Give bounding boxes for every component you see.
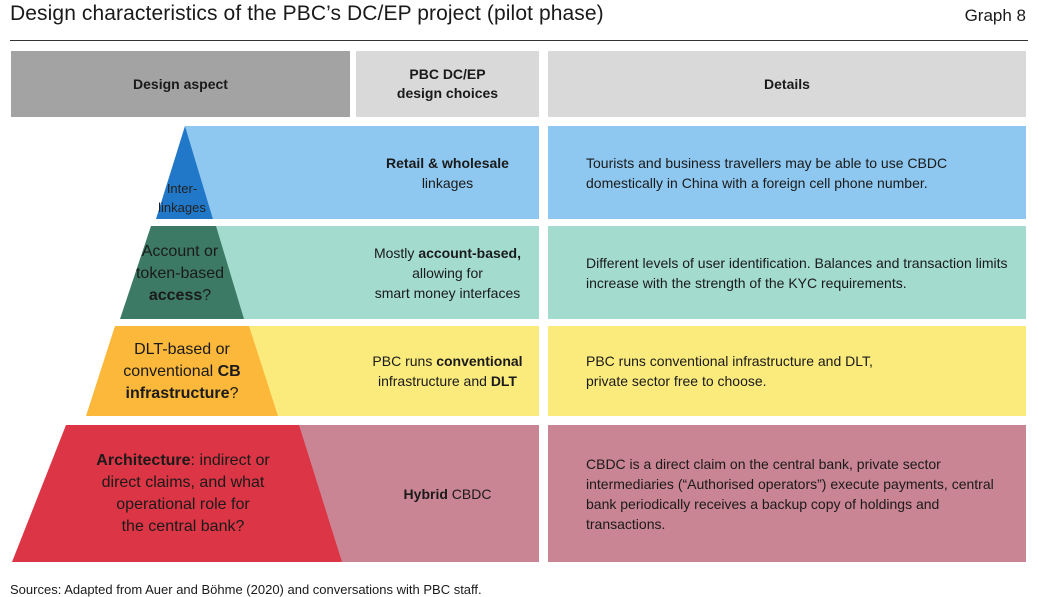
header-choices-line2: design choices [396, 85, 499, 101]
choice-interlinkages: Retail & wholesale linkages [356, 126, 539, 219]
aspect-architecture-line3: operational role for [116, 496, 250, 513]
title-rule [10, 40, 1028, 41]
aspect-access-bold: access [148, 287, 203, 304]
choice-interlinkages-bold: Retail & wholesale [386, 154, 509, 171]
aspect-architecture: Architecture: indirect or direct claims,… [60, 444, 306, 544]
aspect-infrastructure-bold2: infrastructure [125, 385, 230, 402]
choice-infrastructure-bold: conventional [436, 353, 523, 369]
choice-infrastructure-pre: PBC runs [372, 353, 437, 369]
aspect-architecture-rest1: : indirect or [190, 452, 270, 469]
detail-access: Different levels of user identification.… [586, 254, 1008, 291]
choice-access-line2: allowing for [412, 264, 483, 281]
aspect-interlinkages: Inter- linkages [152, 178, 212, 218]
aspect-architecture-line2: direct claims, and what [101, 474, 265, 491]
detail-infrastructure-line1: PBC runs conventional infrastructure and… [586, 353, 873, 369]
trapezoid-infrastructure [86, 326, 278, 416]
aspect-architecture-bold: Architecture [96, 452, 191, 469]
choice-access: Mostly account-based, allowing for smart… [356, 226, 539, 319]
detail-infrastructure-line2: private sector free to choose. [586, 373, 767, 389]
choice-infrastructure: PBC runs conventional infrastructure and… [356, 326, 539, 416]
detail-architecture: CBDC is a direct claim on the central ba… [586, 455, 994, 532]
header-design-aspect-label: Design aspect [133, 75, 228, 92]
choice-architecture-bold: Hybrid [403, 485, 448, 502]
choice-access-bold: account-based, [418, 244, 522, 261]
trapezoid-architecture [12, 425, 342, 562]
detail-band-access [548, 226, 1026, 319]
choice-architecture: Hybrid CBDC [356, 425, 539, 562]
choice-access-line3: smart money interfaces [374, 284, 521, 301]
detail-band-interlinkages [548, 126, 1026, 219]
detail-band-architecture [548, 425, 1026, 562]
choice-infrastructure-line2-bold: DLT [490, 373, 517, 389]
source-note: Sources: Adapted from Auer and Böhme (20… [10, 582, 482, 597]
header-design-choices: PBC DC/EP design choices [356, 51, 539, 117]
triangle-interlinkages [156, 126, 213, 219]
figure-title: Design characteristics of the PBC’s DC/E… [10, 2, 604, 25]
graph-label: Graph 8 [964, 6, 1026, 25]
aspect-access: Account or token-based access? [118, 238, 242, 310]
aspect-infrastructure-tail: ? [229, 385, 239, 402]
aspect-infrastructure-bold1: CB [217, 363, 241, 380]
aspect-interlinkages-line2: linkages [158, 200, 206, 215]
detail-infrastructure: PBC runs conventional infrastructure and… [548, 326, 1026, 416]
detail-band-infrastructure [548, 326, 1026, 416]
trapezoid-access [120, 226, 244, 319]
band-access [151, 226, 539, 319]
aspect-access-line1: Account or [141, 243, 219, 260]
header-details: Details [548, 51, 1026, 117]
header-design-aspect: Design aspect [11, 51, 350, 117]
header-choices-line1: PBC DC/EP [409, 66, 486, 82]
aspect-interlinkages-line1: Inter- [166, 181, 198, 196]
aspect-infrastructure-pre: conventional [123, 363, 218, 380]
choice-infrastructure-line2-pre: infrastructure and [377, 373, 491, 389]
header-details-label: Details [764, 75, 810, 92]
aspect-infrastructure: DLT-based or conventional CB infrastruct… [92, 334, 272, 410]
detail-interlinkages: Tourists and business travellers may be … [586, 154, 948, 191]
band-interlinkages [185, 126, 539, 219]
aspect-architecture-line4: the central bank? [121, 518, 245, 535]
column-separator [539, 120, 548, 565]
choice-access-pre: Mostly [373, 244, 419, 261]
choice-architecture-rest: CBDC [447, 485, 492, 502]
aspect-access-tail: ? [202, 287, 212, 304]
aspect-access-line2: token-based [135, 265, 225, 282]
choice-interlinkages-rest: linkages [421, 174, 474, 191]
aspect-infrastructure-line1: DLT-based or [134, 341, 230, 358]
